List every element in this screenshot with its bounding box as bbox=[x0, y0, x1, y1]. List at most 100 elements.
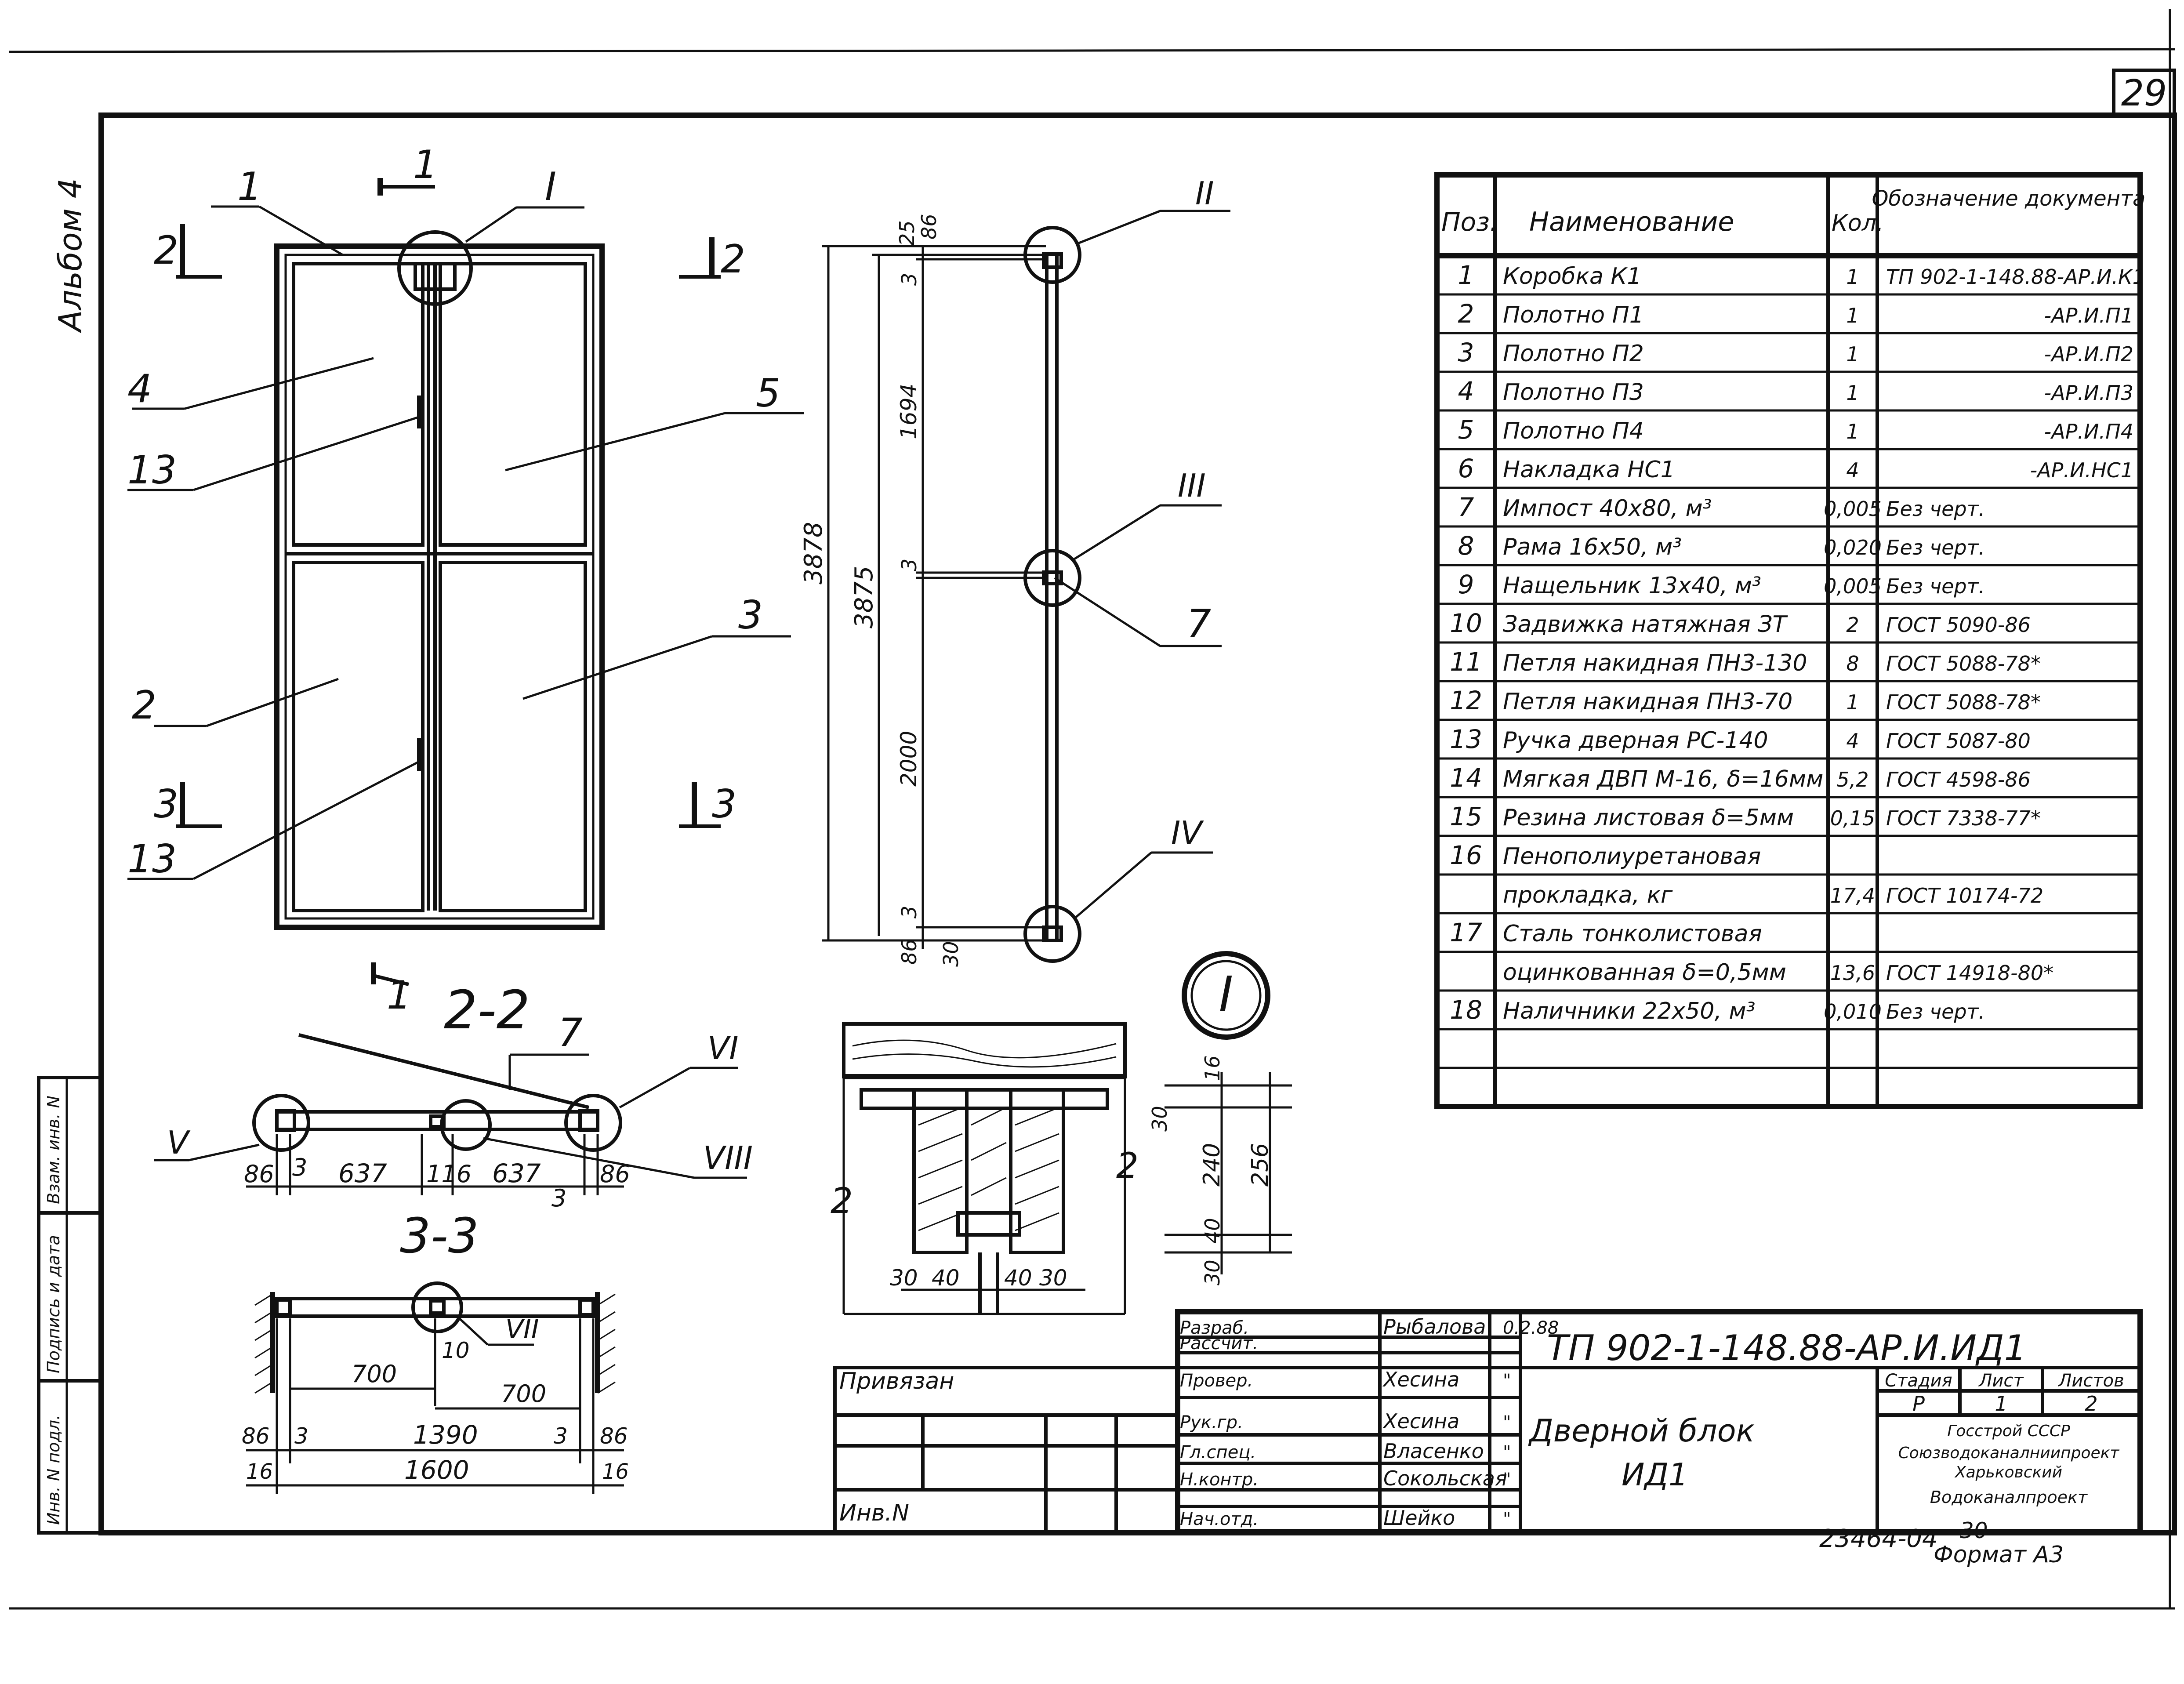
dim33-16-left: 16 bbox=[246, 1459, 273, 1484]
spec-cell-name: Полотно П1 bbox=[1503, 302, 1644, 328]
spec-cell-pos: 17 bbox=[1450, 918, 1482, 947]
spec-cell-qty: 5,2 bbox=[1836, 768, 1868, 791]
dim33-1600: 1600 bbox=[404, 1455, 469, 1485]
spec-header-doc: Обозначение документа bbox=[1872, 186, 2146, 211]
tb-role-label: Рассчит. bbox=[1180, 1333, 1258, 1354]
callout-3: 3 bbox=[738, 592, 763, 638]
node-IV-tag: IV bbox=[1171, 814, 1204, 851]
tb-role-name: Сокольская bbox=[1383, 1466, 1507, 1490]
tb-role-date: " bbox=[1503, 1470, 1511, 1490]
spec-cell-pos: 18 bbox=[1450, 995, 1482, 1025]
section1-label-top: 1 bbox=[413, 142, 438, 187]
tb-role-name: Власенко bbox=[1383, 1439, 1484, 1463]
spec-cell-pos: 5 bbox=[1458, 415, 1474, 445]
spec-cell-pos: 8 bbox=[1458, 531, 1474, 561]
dim-3-mid: 3 bbox=[897, 559, 921, 571]
node-V-leader bbox=[189, 1143, 260, 1161]
spec-header-name: Наименование bbox=[1529, 207, 1734, 237]
spec-cell-doc: -АР.И.П1 bbox=[2044, 304, 2133, 327]
dimI-b-30-left: 30 bbox=[890, 1265, 918, 1291]
section33-jamb-right bbox=[578, 1298, 595, 1317]
privyazan-label: Привязан bbox=[839, 1368, 954, 1394]
spec-cell-name: Коробка К1 bbox=[1503, 263, 1641, 290]
node-VIII-tag: VIII bbox=[703, 1140, 753, 1176]
spec-cell-qty: 4 bbox=[1846, 458, 1859, 482]
node-V-tag: V bbox=[167, 1124, 191, 1161]
spec-cell-pos: 16 bbox=[1450, 840, 1482, 870]
dim33-86-right: 86 bbox=[600, 1423, 628, 1449]
spec-cell-name: Петля накидная ПН3-70 bbox=[1503, 689, 1792, 715]
tb-org-3: Харьковский bbox=[1954, 1463, 2062, 1481]
node-IV-circle bbox=[1023, 905, 1081, 963]
spec-cell-qty: 4 bbox=[1846, 729, 1859, 753]
dimI-240: 240 bbox=[1199, 1143, 1225, 1187]
spec-cell-name: Полотно П4 bbox=[1503, 418, 1644, 444]
spec-cell-doc: -АР.И.П4 bbox=[2044, 420, 2133, 443]
node-II-leader bbox=[1076, 210, 1161, 245]
section2-label-right: 2 bbox=[721, 236, 745, 282]
tb-role-label: Провер. bbox=[1180, 1371, 1253, 1391]
leaf-4-glazing bbox=[292, 262, 424, 547]
inv-cell-podl: Инв. N подл. bbox=[44, 1415, 63, 1525]
spec-cell-qty: 17,4 bbox=[1830, 884, 1875, 907]
spec-cell-name: Петля накидная ПН3-130 bbox=[1503, 650, 1807, 676]
dim33-3-left: 3 bbox=[294, 1423, 308, 1449]
dim22-637-right: 637 bbox=[492, 1158, 541, 1188]
callout-13a-leader bbox=[193, 416, 418, 491]
callout-3-leader bbox=[522, 635, 712, 700]
tb-role-date: " bbox=[1503, 1371, 1511, 1391]
tb-role-date: " bbox=[1503, 1412, 1511, 1433]
spec-cell-name: Резина листовая δ=5мм bbox=[1503, 805, 1794, 831]
spec-cell-doc: ГОСТ 5088-78* bbox=[1886, 690, 2041, 714]
tb-role-label: Разраб. bbox=[1180, 1318, 1249, 1338]
section2-label-left: 2 bbox=[154, 228, 178, 273]
dim-86-bottom: 86 bbox=[897, 939, 921, 965]
spec-cell-qty: 2 bbox=[1846, 613, 1859, 637]
spec-cell-name: Полотно П2 bbox=[1503, 341, 1644, 367]
section22-jamb-left bbox=[275, 1109, 296, 1132]
node-VI-leader bbox=[619, 1067, 691, 1109]
dimI-30-top: 30 bbox=[1148, 1106, 1172, 1132]
section33-jamb-left bbox=[275, 1298, 292, 1317]
section3-label-left: 3 bbox=[154, 781, 178, 827]
tb-org-4: Водоканалпроект bbox=[1930, 1488, 2088, 1507]
frame-outer bbox=[274, 243, 605, 930]
spec-cell-doc: ГОСТ 5090-86 bbox=[1886, 613, 2031, 637]
dim-3-top: 3 bbox=[897, 273, 921, 286]
open-leaf-line bbox=[298, 1033, 589, 1109]
spec-cell-doc: ГОСТ 14918-80* bbox=[1886, 961, 2053, 985]
dim-30: 30 bbox=[939, 941, 963, 967]
node-detail-label: I bbox=[1219, 966, 1233, 1022]
spec-cell-pos: 14 bbox=[1450, 763, 1482, 793]
dim-3878: 3878 bbox=[799, 522, 828, 584]
dim33-10: 10 bbox=[442, 1338, 470, 1363]
node-I-marker bbox=[414, 262, 457, 291]
section22-jamb-right bbox=[578, 1109, 599, 1132]
dim33-1390: 1390 bbox=[413, 1420, 478, 1450]
section22-title: 2-2 bbox=[444, 980, 530, 1041]
node-I-tag: I bbox=[545, 164, 556, 209]
section-2-2: 2-2 7 VI V VIII 86 3 637 116 637 3 86 bbox=[154, 980, 753, 1212]
node-II-tag: II bbox=[1195, 175, 1214, 212]
privyazan-box bbox=[833, 1366, 1179, 1533]
spec-cell-qty: 1 bbox=[1846, 265, 1859, 289]
spec-cell-name: Импост 40х80, м³ bbox=[1503, 495, 1712, 522]
spec-cell-name: Рама 16х50, м³ bbox=[1503, 534, 1682, 560]
callout-1-leader bbox=[258, 205, 344, 256]
dim33-700a: 700 bbox=[352, 1360, 397, 1388]
dim33-16-right: 16 bbox=[602, 1459, 629, 1484]
node-detail-badge-inner bbox=[1190, 960, 1262, 1031]
dimI-256: 256 bbox=[1247, 1143, 1273, 1187]
spec-cell-pos: 9 bbox=[1458, 570, 1474, 599]
spec-cell-doc: ГОСТ 5087-80 bbox=[1886, 729, 2031, 753]
spec-cell-doc: Без черт. bbox=[1886, 497, 1985, 521]
spec-cell-pos: 2 bbox=[1458, 299, 1474, 329]
inv-n-label: Инв.N bbox=[839, 1500, 909, 1526]
node-I-circle bbox=[397, 230, 473, 306]
tb-role-date: " bbox=[1503, 1509, 1511, 1529]
impost-base bbox=[956, 1211, 1021, 1237]
tb-stage-header: Стадия bbox=[1885, 1371, 1952, 1391]
callout-5-leader bbox=[505, 412, 726, 472]
